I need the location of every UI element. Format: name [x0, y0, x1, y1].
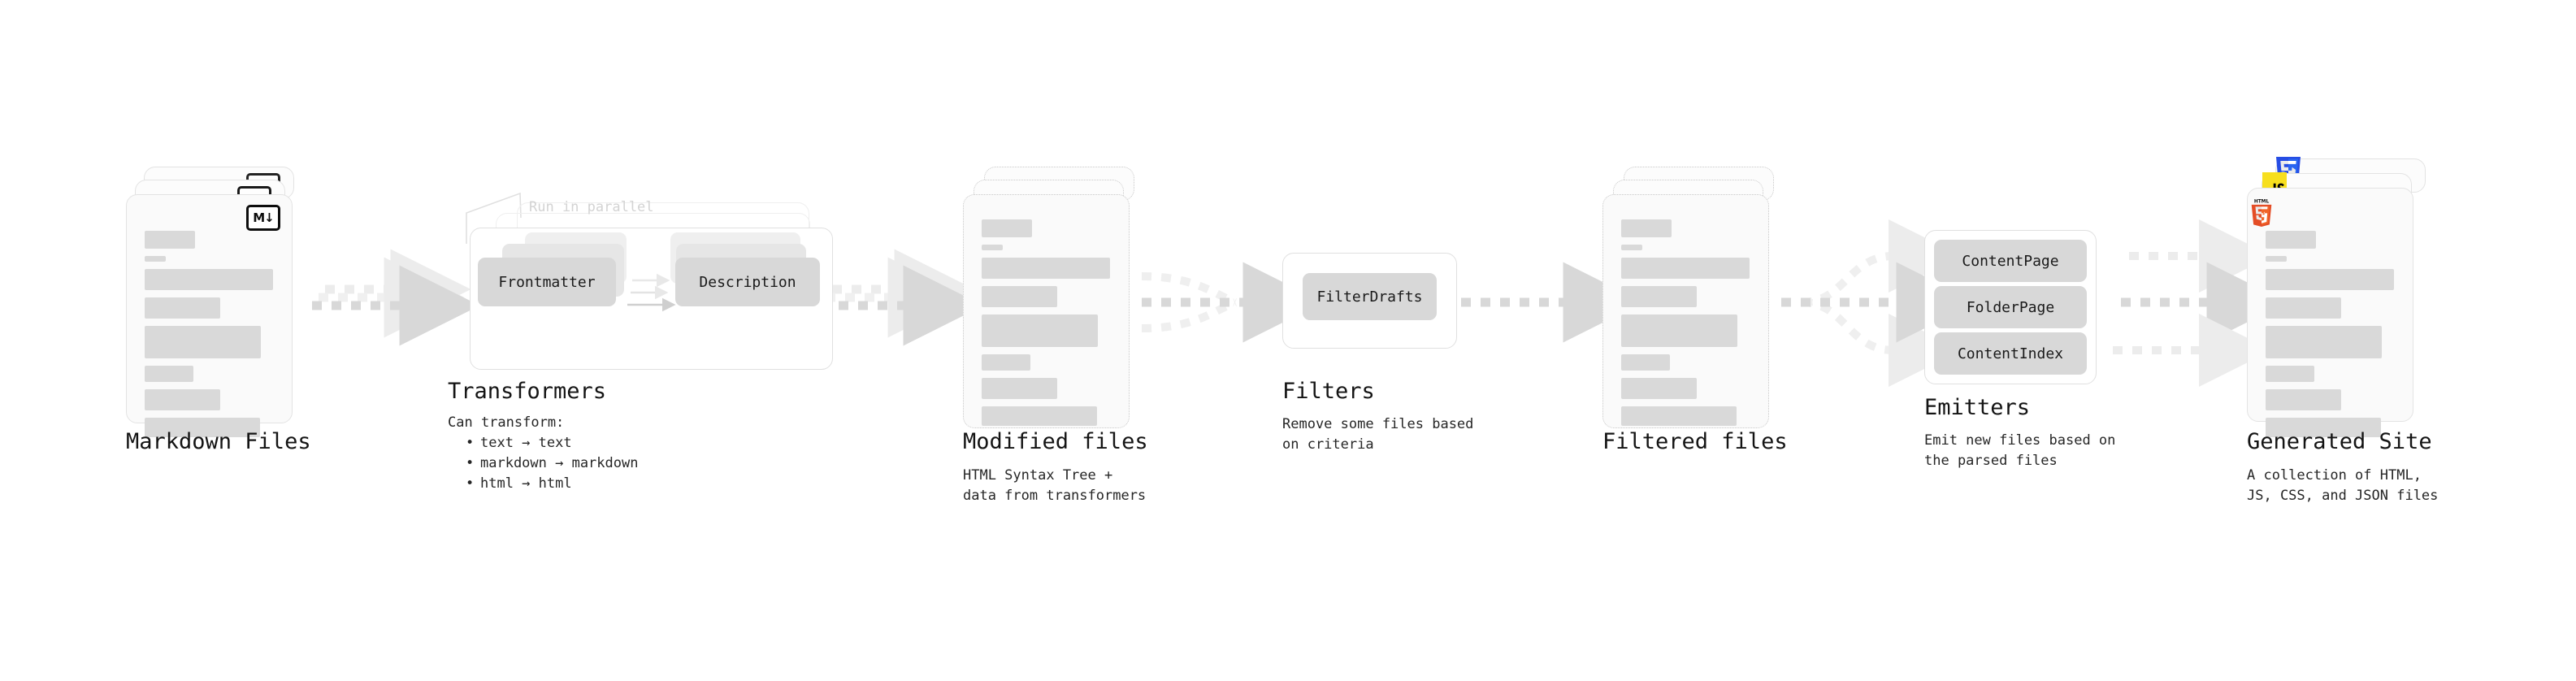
site-card-front: HTML: [2247, 188, 2413, 437]
emitters-group: ContentPage FolderPage ContentIndex: [1924, 230, 2119, 384]
filter-chip-filterdrafts[interactable]: FilterDrafts: [1303, 273, 1437, 320]
bullet-item: text → text: [466, 433, 638, 453]
markdown-files-stack: M↓ M↓ M↓: [126, 167, 313, 437]
arrow-modified-to-filters: [1141, 262, 1324, 343]
transformers-bullet-list: text → text markdown → markdown html → h…: [464, 433, 639, 494]
arrow-emitters-to-site: [2113, 219, 2288, 387]
chip-label: ContentPage: [1962, 252, 2059, 270]
svg-text:HTML: HTML: [2254, 199, 2270, 204]
chip-label: FilterDrafts: [1316, 288, 1423, 306]
markdown-card-front: M↓: [126, 194, 293, 437]
stage-title-transformers: Transformers: [448, 379, 607, 404]
chip-label: ContentIndex: [1957, 345, 2064, 362]
filters-group: FilterDrafts: [1282, 253, 1461, 350]
placeholder-lines: [2266, 231, 2395, 445]
stage-desc-transformers: Can transform:: [448, 414, 565, 431]
transformer-chip-description[interactable]: Description: [675, 258, 820, 306]
arrow-transformers-to-modified: [819, 249, 984, 346]
modified-card-front: [963, 194, 1130, 428]
transformers-group: Frontmatter Description: [447, 187, 837, 370]
modified-files-stack: [963, 167, 1150, 435]
bullet-item: html → html: [466, 474, 638, 494]
stage-title-filtered-files: Filtered files: [1602, 429, 1788, 454]
stage-desc-emitters: Emit new files based on the parsed files: [1924, 432, 2116, 469]
placeholder-lines: [982, 219, 1111, 433]
emitter-chip-contentindex[interactable]: ContentIndex: [1934, 332, 2087, 375]
markdown-badge: M↓: [246, 205, 280, 231]
emitter-chip-contentpage[interactable]: ContentPage: [1934, 240, 2087, 282]
stage-title-modified-files: Modified files: [963, 429, 1148, 454]
arrow-filtered-to-emitters: [1781, 219, 1977, 387]
stage-desc-generated-site: A collection of HTML, JS, CSS, and JSON …: [2247, 467, 2439, 504]
stage-title-generated-site: Generated Site: [2247, 429, 2432, 454]
placeholder-lines: [145, 231, 274, 445]
bullet-item: markdown → markdown: [466, 453, 639, 474]
html5-icon: HTML: [2251, 199, 2272, 227]
placeholder-lines: [1621, 219, 1750, 433]
chip-label: Description: [699, 273, 796, 291]
emitter-chip-folderpage[interactable]: FolderPage: [1934, 286, 2087, 328]
generated-site-stack: HTML: [2247, 156, 2442, 437]
run-in-parallel-note: Run in parallel: [529, 199, 654, 215]
stage-desc-filters: Remove some files based on criteria: [1282, 416, 1474, 453]
transformer-inner-arrows: [627, 273, 676, 312]
chip-label: Frontmatter: [498, 273, 596, 291]
stage-desc-modified-files: HTML Syntax Tree + data from transformer…: [963, 467, 1147, 504]
arrow-markdown-to-transformers: [312, 249, 480, 346]
stage-title-filters: Filters: [1282, 379, 1375, 404]
filtered-card-front: [1602, 194, 1769, 428]
chip-label: FolderPage: [1966, 298, 2055, 316]
stage-title-emitters: Emitters: [1924, 395, 2031, 420]
transformer-chip-frontmatter[interactable]: Frontmatter: [478, 258, 616, 306]
stage-title-markdown-files: Markdown Files: [126, 429, 311, 454]
filtered-files-stack: [1602, 167, 1789, 435]
